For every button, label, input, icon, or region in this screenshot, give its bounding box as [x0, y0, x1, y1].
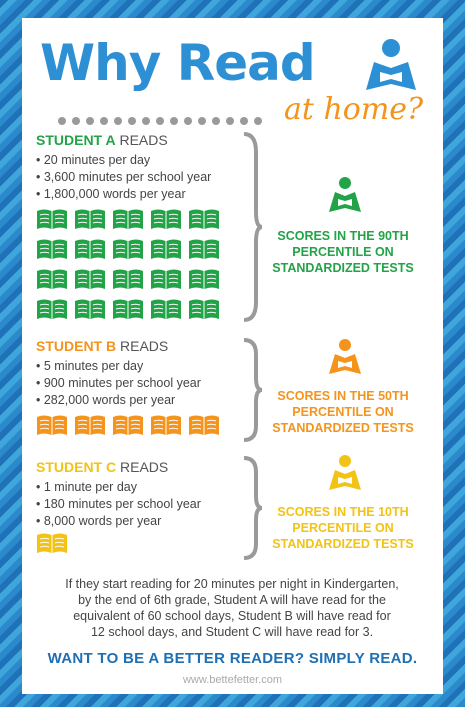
fact-item: 900 minutes per school year	[36, 375, 436, 392]
book-icon	[113, 269, 143, 289]
book-icon	[75, 269, 105, 289]
title-row: Why Read at home?	[40, 34, 430, 127]
fact-item: 8,000 words per year	[36, 513, 436, 530]
poster-panel: Why Read at home? STUDENT A READS 20 min…	[22, 18, 443, 694]
student-b-name: STUDENT B	[36, 338, 117, 354]
student-a-section: STUDENT A READS 20 minutes per day 3,600…	[36, 132, 436, 203]
fact-item: 180 minutes per school year	[36, 496, 436, 513]
student-b-reads: READS	[120, 338, 169, 354]
student-b-facts: 5 minutes per day 900 minutes per school…	[36, 358, 436, 409]
student-a-reads: READS	[119, 132, 168, 148]
page-title: Why Read	[40, 34, 316, 92]
summary-paragraph: If they start reading for 20 minutes per…	[32, 576, 432, 640]
result-line: SCORES IN THE 90TH	[277, 229, 409, 243]
book-icon	[37, 209, 67, 229]
brace-icon	[243, 338, 263, 442]
result-line: SCORES IN THE 10TH	[277, 505, 409, 519]
call-to-action: WANT TO BE A BETTER READER? SIMPLY READ.	[47, 650, 418, 667]
page-subtitle: at home?	[284, 92, 424, 127]
book-icon	[189, 415, 219, 435]
student-c-facts: 1 minute per day 180 minutes per school …	[36, 479, 436, 530]
summary-line: equivalent of 60 school days, Student B …	[73, 609, 391, 623]
student-a-name: STUDENT A	[36, 132, 116, 148]
reader-icon	[329, 339, 361, 374]
book-icon	[75, 299, 105, 319]
book-icon	[37, 533, 67, 553]
fact-item: 3,600 minutes per school year	[36, 169, 436, 186]
student-b-label: STUDENT B READS	[36, 338, 436, 355]
book-icon	[37, 269, 67, 289]
fact-item: 282,000 words per year	[36, 392, 436, 409]
reader-icon	[329, 455, 361, 490]
result-line: PERCENTILE ON	[292, 405, 394, 419]
book-icon	[189, 269, 219, 289]
result-line: PERCENTILE ON	[292, 521, 394, 535]
student-c-name: STUDENT C	[36, 459, 117, 475]
book-icon	[151, 239, 181, 259]
student-c-result: SCORES IN THE 10TH PERCENTILE ON STANDAR…	[268, 504, 418, 552]
summary-line: by the end of 6th grade, Student A will …	[78, 593, 386, 607]
book-icon	[189, 239, 219, 259]
fact-item: 1 minute per day	[36, 479, 436, 496]
brace-icon	[243, 456, 263, 560]
book-icon	[113, 239, 143, 259]
book-icon	[37, 239, 67, 259]
student-c-section: STUDENT C READS 1 minute per day 180 min…	[36, 459, 436, 530]
student-a-facts: 20 minutes per day 3,600 minutes per sch…	[36, 152, 436, 203]
book-icon	[113, 299, 143, 319]
brace-icon	[243, 132, 263, 322]
reader-icon	[366, 39, 416, 90]
student-a-label: STUDENT A READS	[36, 132, 436, 149]
student-c-label: STUDENT C READS	[36, 459, 436, 476]
fact-item: 20 minutes per day	[36, 152, 436, 169]
book-icon	[37, 299, 67, 319]
dot-divider	[58, 112, 268, 130]
result-line: STANDARDIZED TESTS	[272, 537, 414, 551]
book-icon	[189, 299, 219, 319]
summary-line: 12 school days, and Student C will have …	[90, 625, 374, 639]
book-icon	[75, 209, 105, 229]
book-icon	[113, 209, 143, 229]
website-link[interactable]: www.bettefetter.com	[182, 674, 283, 686]
book-icon	[37, 415, 67, 435]
result-line: PERCENTILE ON	[292, 245, 394, 259]
book-icon	[151, 269, 181, 289]
book-icon	[151, 299, 181, 319]
result-line: STANDARDIZED TESTS	[272, 261, 414, 275]
book-icon	[189, 209, 219, 229]
book-icon	[151, 415, 181, 435]
reader-icon	[329, 177, 361, 212]
student-c-reads: READS	[120, 459, 169, 475]
book-icon	[75, 239, 105, 259]
fact-item: 5 minutes per day	[36, 358, 436, 375]
student-b-section: STUDENT B READS 5 minutes per day 900 mi…	[36, 338, 436, 409]
result-line: SCORES IN THE 50TH	[277, 389, 409, 403]
summary-line: If they start reading for 20 minutes per…	[65, 577, 399, 591]
fact-item: 1,800,000 words per year	[36, 186, 436, 203]
book-icon	[113, 415, 143, 435]
book-icon	[75, 415, 105, 435]
student-a-result: SCORES IN THE 90TH PERCENTILE ON STANDAR…	[268, 228, 418, 276]
student-b-result: SCORES IN THE 50TH PERCENTILE ON STANDAR…	[268, 388, 418, 436]
result-line: STANDARDIZED TESTS	[272, 421, 414, 435]
book-icon	[151, 209, 181, 229]
